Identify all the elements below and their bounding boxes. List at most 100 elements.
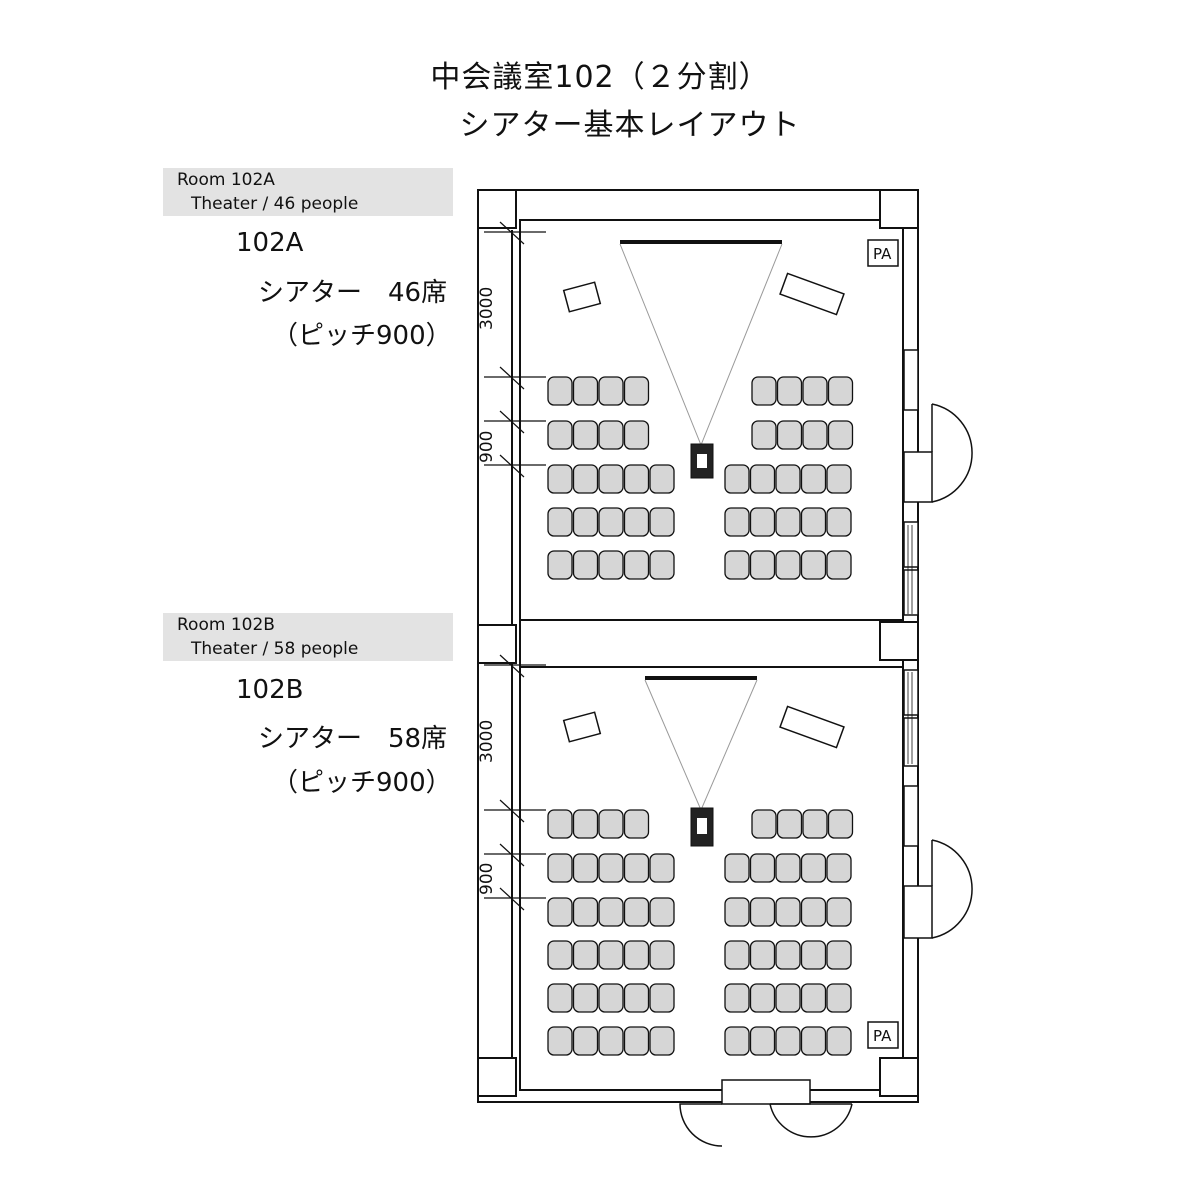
seat bbox=[724, 897, 750, 927]
seat bbox=[623, 983, 650, 1013]
seat bbox=[800, 983, 827, 1013]
pa-box bbox=[867, 1021, 899, 1049]
outer-wall bbox=[477, 189, 919, 1103]
seat bbox=[749, 550, 776, 580]
room-a-layout: Theater / 46 people bbox=[191, 194, 359, 214]
seat bbox=[547, 550, 573, 580]
page-title: 中会議室102（２分割） bbox=[430, 60, 770, 95]
seat bbox=[827, 420, 854, 450]
pillar-icon bbox=[879, 189, 919, 229]
seat bbox=[776, 809, 803, 839]
seat bbox=[572, 376, 599, 406]
room-b-seats: シアター 58席 bbox=[258, 724, 448, 754]
pillar-icon bbox=[477, 1057, 517, 1097]
door-icon bbox=[721, 1079, 811, 1105]
seat bbox=[598, 420, 624, 450]
room-a-label-box: Room 102A Theater / 46 people bbox=[163, 168, 453, 216]
seat bbox=[800, 897, 827, 927]
pillar-icon bbox=[879, 621, 919, 661]
seat bbox=[623, 507, 650, 537]
seat bbox=[649, 940, 675, 970]
pillar-icon bbox=[879, 1057, 919, 1097]
seat bbox=[547, 507, 573, 537]
page-subtitle: シアター基本レイアウト bbox=[459, 108, 801, 143]
seat bbox=[775, 897, 801, 927]
room-b-pitch: （ピッチ900） bbox=[272, 768, 452, 798]
seat bbox=[547, 376, 573, 406]
seat bbox=[724, 983, 750, 1013]
seat bbox=[649, 1026, 675, 1056]
seat bbox=[826, 507, 852, 537]
seat bbox=[826, 1026, 852, 1056]
room-a-code: 102A bbox=[236, 228, 304, 258]
seat bbox=[800, 464, 827, 494]
window-icon bbox=[903, 785, 919, 847]
seat bbox=[775, 507, 801, 537]
seat bbox=[623, 1026, 650, 1056]
door-icon bbox=[903, 885, 933, 939]
seat bbox=[826, 940, 852, 970]
seat bbox=[547, 897, 573, 927]
seat bbox=[623, 940, 650, 970]
seat bbox=[547, 940, 573, 970]
seat bbox=[802, 809, 828, 839]
seat bbox=[802, 420, 828, 450]
seat bbox=[724, 464, 750, 494]
seat bbox=[724, 507, 750, 537]
seat bbox=[572, 464, 599, 494]
seat bbox=[827, 809, 854, 839]
seat bbox=[749, 983, 776, 1013]
seat bbox=[776, 376, 803, 406]
seat bbox=[572, 550, 599, 580]
dim-pitch-a: 900 bbox=[477, 431, 497, 463]
seat bbox=[649, 897, 675, 927]
partition-wall bbox=[519, 619, 904, 668]
seat bbox=[826, 983, 852, 1013]
seat bbox=[598, 1026, 624, 1056]
room-b-layout: Theater / 58 people bbox=[191, 639, 359, 659]
seat bbox=[572, 897, 599, 927]
seat bbox=[775, 1026, 801, 1056]
door-icon bbox=[903, 451, 933, 503]
seat bbox=[547, 853, 573, 883]
seat bbox=[598, 983, 624, 1013]
seat bbox=[826, 853, 852, 883]
seat bbox=[649, 507, 675, 537]
seat bbox=[547, 464, 573, 494]
seat bbox=[649, 983, 675, 1013]
seat bbox=[623, 550, 650, 580]
seat bbox=[775, 853, 801, 883]
seat bbox=[598, 897, 624, 927]
seat bbox=[749, 507, 776, 537]
seat bbox=[751, 809, 777, 839]
seat bbox=[724, 1026, 750, 1056]
room-a-name: Room 102A bbox=[177, 170, 275, 190]
seat bbox=[623, 464, 650, 494]
room-b-name: Room 102B bbox=[177, 615, 275, 635]
dim-pitch-b: 900 bbox=[477, 863, 497, 895]
seat bbox=[802, 376, 828, 406]
seat bbox=[572, 853, 599, 883]
pillar-icon bbox=[477, 189, 517, 229]
seat bbox=[749, 897, 776, 927]
pa-label: PA bbox=[873, 245, 892, 263]
seat bbox=[598, 550, 624, 580]
seat bbox=[649, 464, 675, 494]
seat bbox=[800, 550, 827, 580]
seat bbox=[572, 940, 599, 970]
room-a-pitch: （ピッチ900） bbox=[272, 321, 452, 351]
dim-front-a: 3000 bbox=[477, 287, 497, 330]
seat bbox=[572, 1026, 599, 1056]
seat bbox=[547, 420, 573, 450]
seat bbox=[800, 940, 827, 970]
seat bbox=[598, 507, 624, 537]
room-b-label-box: Room 102B Theater / 58 people bbox=[163, 613, 453, 661]
lectern-icon bbox=[779, 272, 845, 316]
seat bbox=[598, 940, 624, 970]
seat bbox=[598, 809, 624, 839]
seat bbox=[623, 853, 650, 883]
seat-group bbox=[547, 376, 854, 1056]
pa-label: PA bbox=[873, 1027, 892, 1045]
seat bbox=[826, 897, 852, 927]
